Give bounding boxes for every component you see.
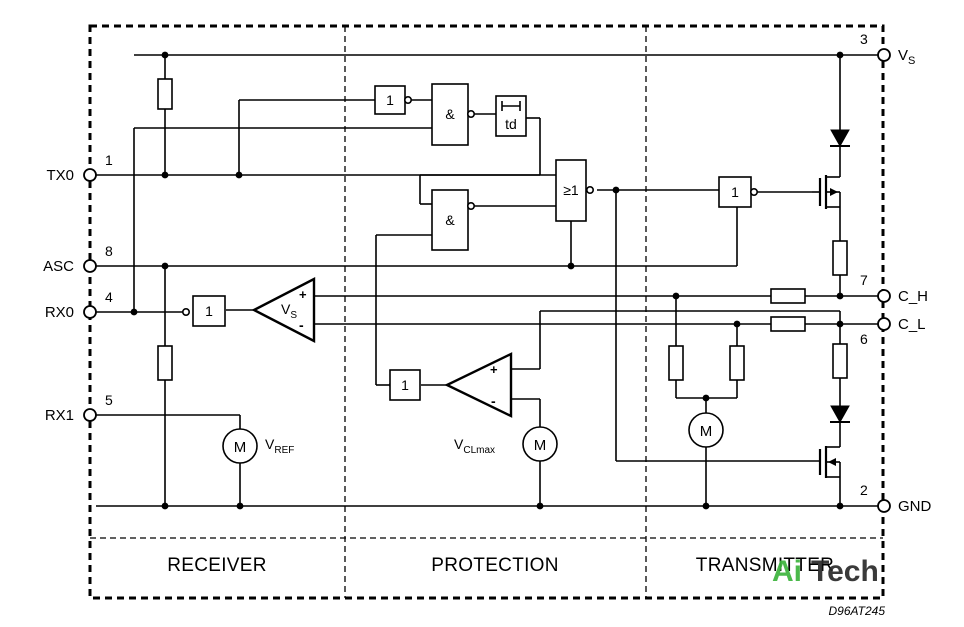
svg-text:Ai: Ai — [772, 555, 802, 588]
section-transmitter: TRANSMITTER — [696, 555, 834, 576]
svg-text:M: M — [534, 437, 547, 454]
svg-text:M: M — [234, 439, 247, 456]
low-side-diode — [830, 405, 850, 424]
c-l-resistor — [770, 316, 806, 332]
divider-resistor-left — [668, 345, 684, 381]
svg-text:RX1: RX1 — [45, 407, 74, 424]
wires — [96, 54, 878, 507]
svg-text:Tech: Tech — [811, 555, 879, 588]
svg-text:4: 4 — [105, 289, 113, 305]
svg-text:7: 7 — [860, 272, 868, 288]
c-h-resistor — [770, 288, 806, 304]
svg-text:1: 1 — [105, 152, 113, 168]
low-side-resistor — [832, 343, 848, 379]
receiver-comparator: VS + - — [251, 277, 316, 343]
transmitter-source: M — [688, 412, 724, 448]
protection-comparator: + - — [444, 352, 513, 418]
or-gate: ≥1 — [555, 159, 594, 222]
svg-text:2: 2 — [860, 482, 868, 498]
pin-asc: ASC 8 — [43, 243, 113, 275]
svg-text:3: 3 — [860, 31, 868, 47]
svg-text:6: 6 — [860, 331, 868, 347]
divider-resistor-right — [729, 345, 745, 381]
svg-text:td: td — [505, 116, 517, 132]
svg-text:VS: VS — [898, 47, 915, 67]
high-side-diode — [830, 129, 850, 148]
vclmax-label: VCLmax — [454, 436, 495, 456]
pin-vs: VS 3 — [860, 31, 915, 67]
svg-text:ASC: ASC — [43, 258, 74, 275]
svg-text:1: 1 — [401, 377, 409, 393]
pullup-resistor — [157, 78, 173, 110]
svg-text:8: 8 — [105, 243, 113, 259]
receiver-buffer: 1 — [182, 295, 226, 327]
svg-text:C_L: C_L — [898, 316, 926, 333]
vclmax-source: M VCLmax — [454, 426, 558, 462]
high-side-resistor — [832, 240, 848, 276]
section-protection: PROTECTION — [431, 555, 559, 576]
timer-block: td — [495, 95, 527, 137]
svg-text:1: 1 — [205, 303, 213, 319]
inverter-gate: 1 — [374, 85, 412, 115]
low-side-transistor — [818, 446, 841, 478]
and-gate-2: & — [431, 189, 475, 251]
svg-text:+: + — [490, 362, 498, 377]
ic-outline — [88, 24, 885, 600]
transmitter-buffer: 1 — [718, 176, 758, 208]
pin-rx0: RX0 4 — [45, 289, 113, 321]
svg-text:-: - — [491, 393, 496, 409]
protection-buffer: 1 — [388, 369, 421, 401]
svg-text:&: & — [445, 106, 455, 122]
section-receiver: RECEIVER — [167, 555, 267, 576]
svg-text:1: 1 — [386, 92, 394, 108]
receiver-resistor — [157, 345, 173, 381]
svg-text:≥1: ≥1 — [563, 182, 579, 198]
svg-text:TX0: TX0 — [46, 167, 74, 184]
svg-text:M: M — [700, 423, 713, 440]
high-side-transistor — [812, 175, 841, 209]
aitech-watermark: Ai Tech — [772, 555, 879, 588]
figure-reference: D96AT245 — [829, 604, 886, 618]
pin-c-l: C_L 6 — [860, 316, 926, 347]
pin-gnd: GND 2 — [860, 482, 932, 515]
pin-tx0: TX0 1 — [46, 152, 113, 184]
svg-text:+: + — [299, 287, 307, 302]
vref-source: M VREF — [222, 428, 294, 464]
svg-text:5: 5 — [105, 392, 113, 408]
svg-text:1: 1 — [731, 184, 739, 200]
svg-text:-: - — [299, 317, 304, 333]
svg-text:C_H: C_H — [898, 288, 928, 305]
pin-c-h: C_H 7 — [860, 272, 928, 305]
and-gate-1: & — [431, 83, 475, 146]
svg-text:RX0: RX0 — [45, 304, 74, 321]
junction-dots — [130, 51, 844, 510]
pin-rx1: RX1 5 — [45, 392, 113, 424]
vref-label: VREF — [265, 436, 294, 456]
svg-text:&: & — [445, 212, 455, 228]
svg-text:GND: GND — [898, 498, 932, 515]
